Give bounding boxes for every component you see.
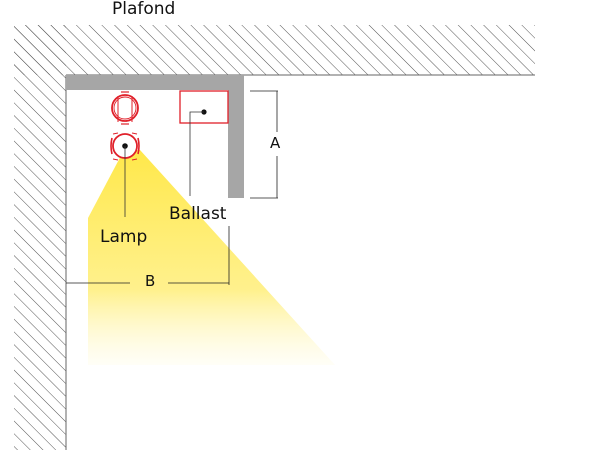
dimension-a — [250, 90, 278, 199]
ballast-label: Ballast — [169, 204, 227, 224]
ballast-box — [179, 90, 229, 124]
lamp-upper-circle — [111, 94, 139, 122]
ceiling-label: Plafond — [112, 0, 176, 19]
ceiling-hatch — [14, 25, 535, 75]
lamp-label: Lamp — [100, 227, 148, 247]
luminaire-profile — [66, 75, 244, 198]
ballast-leader-line — [189, 111, 204, 196]
dimension-a-label: A — [270, 134, 281, 152]
light-beam — [88, 150, 335, 365]
wall-hatch — [14, 25, 66, 450]
dimension-b-label: B — [145, 272, 156, 290]
dimension-b — [66, 226, 230, 285]
